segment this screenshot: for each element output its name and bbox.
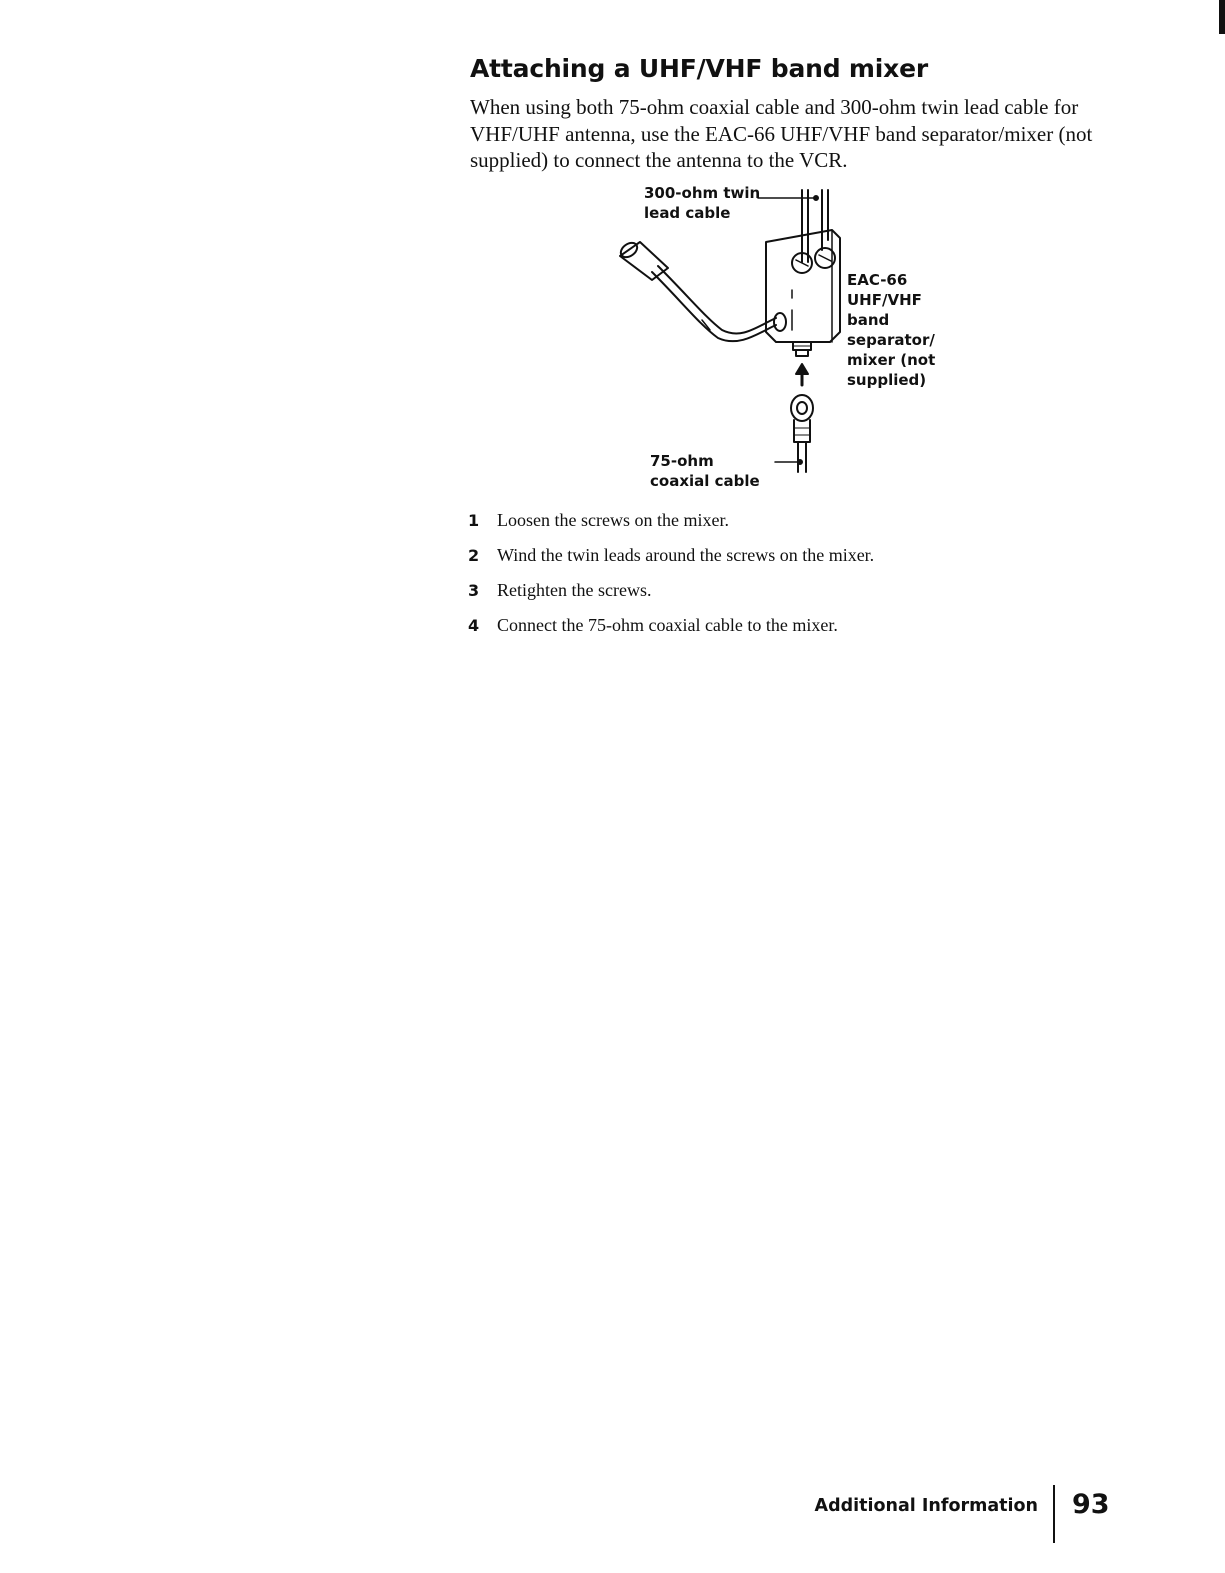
twin-lead-label: 300-ohm twin lead cable bbox=[644, 184, 761, 222]
coax-label: 75-ohm coaxial cable bbox=[650, 452, 760, 490]
page-edge-mark bbox=[1219, 0, 1225, 34]
step-text: Retighten the screws. bbox=[497, 580, 652, 600]
page-number: 93 bbox=[1072, 1489, 1110, 1520]
mixer-diagram: 300-ohm twin lead cable EAC-66 UHF/VHF b… bbox=[600, 180, 960, 500]
antenna-cable bbox=[651, 271, 777, 343]
mixer-label: EAC-66 UHF/VHF band separator/ mixer (no… bbox=[847, 271, 936, 389]
step-text: Loosen the screws on the mixer. bbox=[497, 510, 729, 530]
step-item: 1 Loosen the screws on the mixer. bbox=[468, 510, 1168, 545]
step-number: 4 bbox=[468, 616, 480, 635]
mixer-body bbox=[765, 229, 841, 343]
antenna-cable-end bbox=[773, 312, 787, 332]
connect-arrow-head bbox=[795, 363, 809, 375]
footer-divider bbox=[1053, 1485, 1055, 1543]
antenna-plug bbox=[619, 241, 669, 281]
twin-lead-leader-dot bbox=[813, 195, 819, 201]
step-number: 1 bbox=[468, 511, 480, 530]
step-text: Connect the 75-ohm coaxial cable to the … bbox=[497, 615, 838, 635]
coax-plug-head bbox=[790, 394, 814, 422]
mixer-screw-right bbox=[814, 247, 836, 269]
mixer-illustration bbox=[619, 189, 841, 473]
footer-section-title: Additional Information bbox=[814, 1496, 1038, 1516]
step-item: 2 Wind the twin leads around the screws … bbox=[468, 545, 1168, 580]
step-number: 3 bbox=[468, 581, 480, 600]
intro-paragraph: When using both 75-ohm coaxial cable and… bbox=[470, 95, 1093, 172]
coax-plug-body bbox=[793, 419, 811, 443]
step-list: 1 Loosen the screws on the mixer. 2 Wind… bbox=[468, 510, 1168, 650]
mixer-screw-left bbox=[791, 252, 813, 274]
coax-leader-dot bbox=[797, 459, 803, 465]
step-item: 4 Connect the 75-ohm coaxial cable to th… bbox=[468, 615, 1168, 650]
step-text: Wind the twin leads around the screws on… bbox=[497, 545, 875, 565]
step-number: 2 bbox=[468, 546, 480, 565]
antenna-cable-outline bbox=[657, 265, 777, 335]
page-title: Attaching a UHF/VHF band mixer bbox=[470, 54, 928, 83]
page-footer: Additional Information 93 bbox=[800, 1485, 1120, 1543]
step-item: 3 Retighten the screws. bbox=[468, 580, 1168, 615]
